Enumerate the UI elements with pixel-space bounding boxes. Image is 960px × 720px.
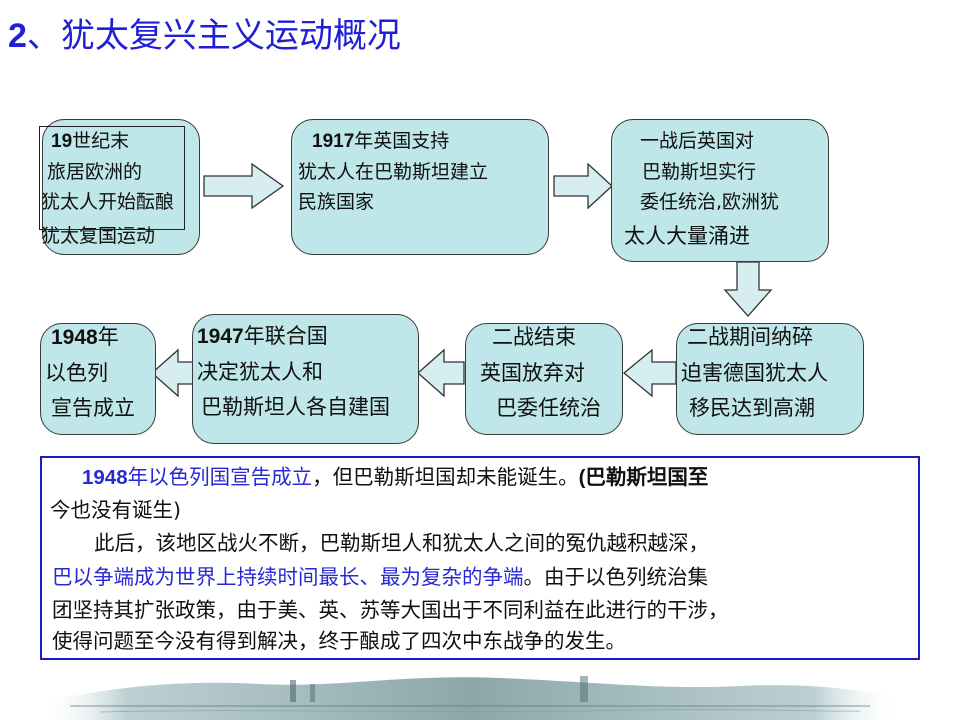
flow-box-1948: 1948年 以色列 宣告成立 (40, 323, 156, 435)
flow-box-post-ww2: 二战结束 英国放弃对 巴委任统治 (465, 323, 623, 435)
box-line: 太人大量涌进 (624, 224, 750, 248)
box-line: 英国放弃对 (480, 361, 585, 385)
summary-line-2: 今也没有诞生) (50, 498, 181, 522)
box-line: 犹太复国运动 (41, 225, 156, 247)
box-line: 一战后英国对 (640, 130, 755, 152)
highlight-frame (39, 126, 185, 230)
flow-box-19th-century: 19世纪末 旅居欧洲的 犹太人开始酝酿 犹太复国运动 (41, 119, 200, 255)
flow-box-1917: 1917年英国支持 犹太人在巴勒斯坦建立 民族国家 (291, 119, 549, 255)
page-title: 2、犹太复兴主义运动概况 (8, 16, 401, 56)
summary-textbox: 1948年以色列国宣告成立，但巴勒斯坦国却未能诞生。(巴勒斯坦国至 今也没有诞生… (40, 456, 920, 660)
box-line: 二战期间纳碎 (687, 325, 813, 349)
flow-box-ww2-persecution: 二战期间纳碎 迫害德国犹太人 移民达到高潮 (676, 323, 864, 435)
arrow-down (723, 261, 773, 317)
box-line: 犹太人在巴勒斯坦建立 (298, 161, 489, 183)
box-line: 以色列 (45, 361, 108, 385)
arrow-left-2 (417, 348, 465, 398)
flow-box-1947: 1947年联合国 决定犹太人和 巴勒斯坦人各自建国 (192, 314, 419, 444)
arrow-right-2 (553, 162, 613, 210)
arrow-left-1 (622, 348, 677, 398)
flow-box-post-ww1: 一战后英国对 巴勒斯坦实行 委任统治,欧洲犹 太人大量涌进 (611, 119, 829, 262)
summary-line-6: 使得问题至今没有得到解决，终于酿成了四次中东战争的发生。 (52, 629, 626, 653)
box-line: 宣告成立 (51, 396, 135, 420)
box-line: 巴勒斯坦实行 (642, 161, 757, 183)
box-line: 1947年联合国 (197, 324, 328, 348)
box-line: 迫害德国犹太人 (681, 361, 828, 385)
arrow-left-3 (151, 348, 195, 398)
box-line: 旅居欧洲的 (47, 161, 143, 183)
box-line: 巴委任统治 (496, 396, 601, 420)
box-line: 移民达到高潮 (689, 396, 815, 420)
summary-line-1: 1948年以色列国宣告成立，但巴勒斯坦国却未能诞生。(巴勒斯坦国至 (82, 465, 709, 489)
box-line: 19世纪末 (51, 130, 130, 152)
arrow-right-1 (203, 162, 285, 210)
box-line: 委任统治,欧洲犹 (640, 191, 780, 213)
box-line: 巴勒斯坦人各自建国 (201, 395, 390, 419)
box-line: 犹太人开始酝酿 (41, 191, 175, 213)
box-line: 决定犹太人和 (197, 360, 323, 384)
summary-line-5: 团坚持其扩张政策，由于美、英、苏等大国出于不同利益在此进行的干涉， (52, 598, 729, 622)
footer-landscape-image (40, 676, 900, 720)
box-line: 1948年 (51, 325, 119, 349)
summary-line-3: 此后，该地区战火不断，巴勒斯坦人和犹太人之间的冤仇越积越深， (94, 531, 709, 555)
box-line: 二战结束 (492, 325, 576, 349)
box-line: 民族国家 (298, 191, 375, 213)
summary-line-4: 巴以争端成为世界上持续时间最长、最为复杂的争端。由于以色列统治集 (52, 565, 708, 589)
box-line: 1917年英国支持 (312, 130, 450, 152)
